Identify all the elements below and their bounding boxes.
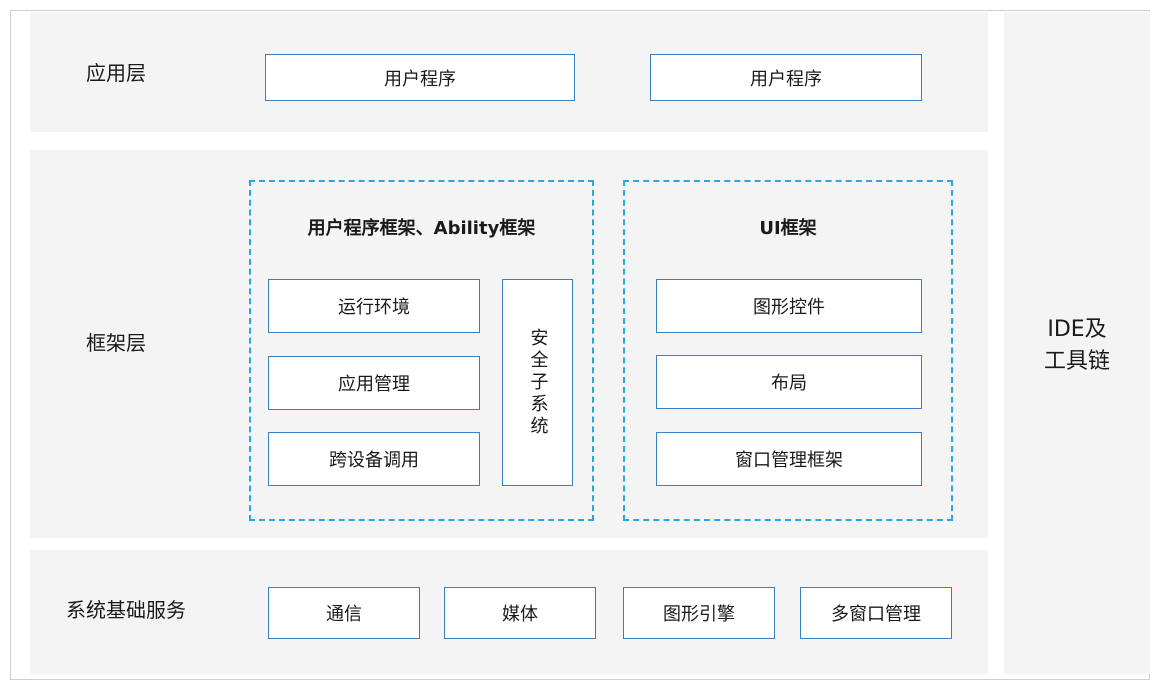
security-subsystem-label: 安全子系统 <box>527 327 549 438</box>
graphic-controls-box: 图形控件 <box>656 279 922 333</box>
multi-window-management-box: 多窗口管理 <box>800 587 952 639</box>
app-management-box: 应用管理 <box>268 356 480 410</box>
app-program-box-2: 用户程序 <box>650 54 922 101</box>
media-box: 媒体 <box>444 587 596 639</box>
security-subsystem-box: 安全子系统 <box>502 279 573 486</box>
ide-label: IDE及 工具链 <box>1004 314 1150 378</box>
framework-layer-label: 框架层 <box>86 331 146 355</box>
app-layer-label: 应用层 <box>86 61 146 85</box>
ide-label-line2: 工具链 <box>1043 349 1110 374</box>
communication-box: 通信 <box>268 587 420 639</box>
ide-band <box>1004 12 1150 674</box>
system-layer-label: 系统基础服务 <box>66 598 186 622</box>
user-framework-group <box>249 180 594 521</box>
cross-device-call-box: 跨设备调用 <box>268 432 480 486</box>
ui-framework-title: UI框架 <box>759 218 817 239</box>
window-management-framework-box: 窗口管理框架 <box>656 432 922 486</box>
runtime-env-box: 运行环境 <box>268 279 480 333</box>
app-program-box-1: 用户程序 <box>265 54 575 101</box>
layout-box: 布局 <box>656 355 922 409</box>
user-framework-title: 用户程序框架、Ability框架 <box>307 218 536 239</box>
ui-framework-group <box>623 180 953 521</box>
ide-label-line1: IDE及 <box>1047 317 1107 342</box>
graphics-engine-box: 图形引擎 <box>623 587 775 639</box>
